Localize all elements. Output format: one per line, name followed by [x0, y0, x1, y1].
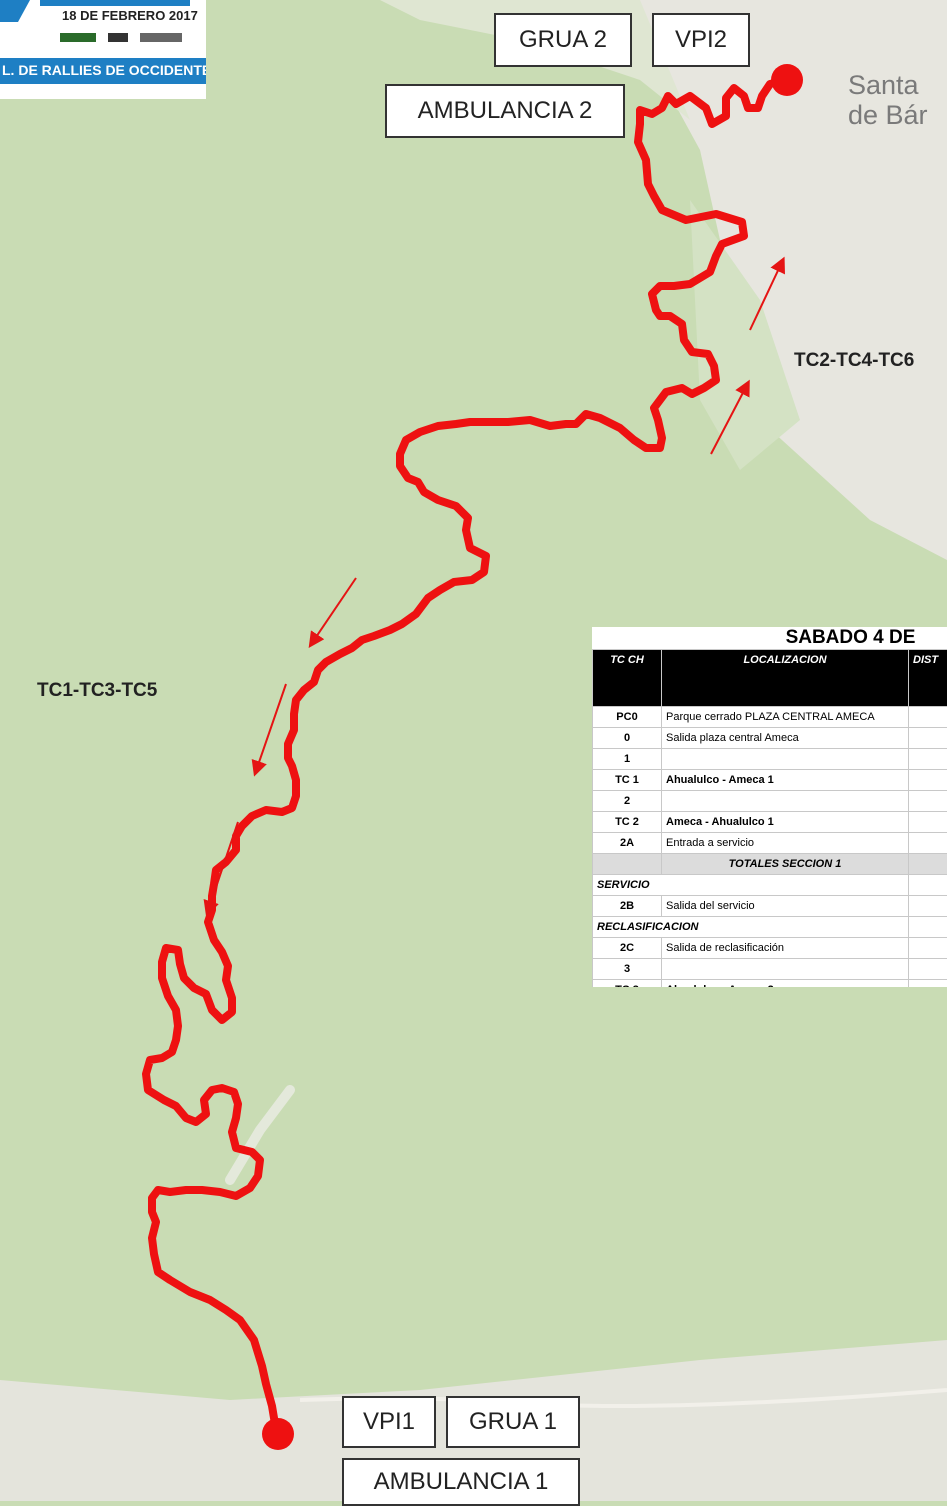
sponsor-logo-2	[108, 33, 128, 42]
schedule-title: SABADO 4 DE	[593, 627, 947, 650]
localizacion-cell: Salida del servicio	[662, 896, 909, 917]
tc-ch-cell: 1	[593, 749, 662, 770]
table-row: 1	[593, 749, 947, 770]
distancia-cell: 1	[909, 770, 947, 791]
vpi-2-box: VPI2	[652, 13, 750, 67]
grua-2-box: GRUA 2	[494, 13, 632, 67]
grua-1-box: GRUA 1	[446, 1396, 580, 1448]
table-row: TC 3Ahualulco - Ameca 21	[593, 980, 947, 988]
stage-label-tc1-tc3-tc5: TC1-TC3-TC5	[37, 680, 157, 702]
distancia-cell: 3	[909, 854, 947, 875]
tc-ch-cell: 0	[593, 728, 662, 749]
localizacion-cell: Entrada a servicio	[662, 833, 909, 854]
town-label: Santa de Bár	[848, 70, 928, 130]
table-row: SERVICIO	[593, 875, 947, 896]
localizacion-cell	[662, 749, 909, 770]
distancia-cell	[909, 896, 947, 917]
logo-series: L. DE RALLIES DE OCCIDENTE	[2, 62, 206, 78]
tc-ch-cell	[593, 854, 662, 875]
table-row: 3	[593, 959, 947, 980]
localizacion-cell: TOTALES SECCION 1	[662, 854, 909, 875]
distancia-cell	[909, 959, 947, 980]
tc-ch-cell: TC 2	[593, 812, 662, 833]
tc-ch-cell: 2B	[593, 896, 662, 917]
tc-ch-cell: PC0	[593, 707, 662, 728]
ambulancia-2-box: AMBULANCIA 2	[385, 84, 625, 138]
localizacion-cell	[662, 959, 909, 980]
rally-emblem-icon	[0, 0, 30, 22]
table-row: TOTALES SECCION 13	[593, 854, 947, 875]
tc-ch-cell: TC 1	[593, 770, 662, 791]
ambulancia-1-box: AMBULANCIA 1	[342, 1458, 580, 1506]
distancia-cell	[909, 938, 947, 959]
header-tc-ch: TC CH	[593, 650, 662, 707]
localizacion-cell: Salida plaza central Ameca	[662, 728, 909, 749]
distancia-cell: 1	[909, 980, 947, 988]
distancia-cell	[909, 875, 947, 896]
tc-ch-cell: TC 3	[593, 980, 662, 988]
localizacion-cell: Ahualulco - Ameca 2	[662, 980, 909, 988]
localizacion-cell	[662, 791, 909, 812]
localizacion-cell: Ameca - Ahualulco 1	[662, 812, 909, 833]
distancia-cell	[909, 749, 947, 770]
section-label: SERVICIO	[593, 875, 909, 896]
distancia-cell	[909, 791, 947, 812]
stage-label-tc2-tc4-tc6: TC2-TC4-TC6	[794, 350, 914, 372]
header-localizacion: LOCALIZACION	[662, 650, 909, 707]
town-label-line-2: de Bár	[848, 100, 928, 130]
distancia-cell	[909, 917, 947, 938]
route-end-marker	[771, 64, 803, 96]
header-distancia: DIST	[909, 650, 947, 707]
sponsor-logo-1	[60, 33, 96, 42]
tc-ch-cell: 2C	[593, 938, 662, 959]
town-label-line-1: Santa	[848, 70, 928, 100]
distancia-cell: 1	[909, 812, 947, 833]
distancia-cell	[909, 707, 947, 728]
localizacion-cell: Parque cerrado PLAZA CENTRAL AMECA	[662, 707, 909, 728]
tc-ch-cell: 2	[593, 791, 662, 812]
sponsor-logo-3	[140, 33, 182, 42]
distancia-cell	[909, 728, 947, 749]
tc-ch-cell: 2A	[593, 833, 662, 854]
localizacion-cell: Salida de reclasificación	[662, 938, 909, 959]
vpi-1-box: VPI1	[342, 1396, 436, 1448]
distancia-cell	[909, 833, 947, 854]
tc-ch-cell: 3	[593, 959, 662, 980]
section-label: RECLASIFICACION	[593, 917, 909, 938]
table-row: 2	[593, 791, 947, 812]
route-start-marker	[262, 1418, 294, 1450]
table-row: RECLASIFICACION	[593, 917, 947, 938]
event-logo: 18 DE FEBRERO 2017 L. DE RALLIES DE OCCI…	[0, 0, 206, 99]
logo-date: 18 DE FEBRERO 2017	[62, 8, 198, 23]
localizacion-cell: Ahualulco - Ameca 1	[662, 770, 909, 791]
